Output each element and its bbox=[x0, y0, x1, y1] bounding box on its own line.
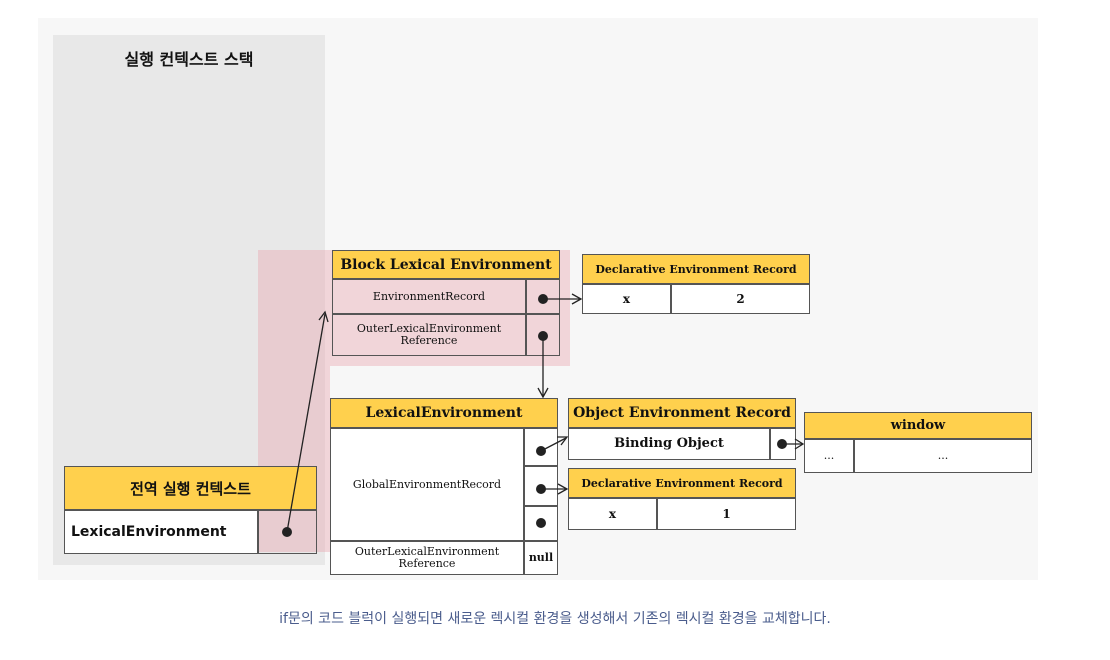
block-decl-value: 2 bbox=[671, 284, 810, 314]
global-le-outer-null: null bbox=[524, 541, 558, 575]
arrow-block-outer-head bbox=[537, 387, 549, 399]
global-ec-pointer-cell bbox=[258, 510, 317, 554]
global-le-outer-ref: OuterLexicalEnvironment Reference bbox=[330, 541, 524, 575]
global-le-extra-dot bbox=[536, 518, 546, 528]
arrow-global-ec-to-block-head bbox=[318, 310, 329, 323]
global-decl-value: 1 bbox=[657, 498, 796, 530]
object-record-binding: Binding Object bbox=[568, 428, 770, 460]
figure-caption: if문의 코드 블럭이 실행되면 새로운 렉시컬 환경을 생성해서 기존의 렉시… bbox=[279, 611, 831, 627]
window-col-2: ... bbox=[854, 439, 1032, 473]
arrow-object-to-window-head bbox=[794, 438, 805, 450]
global-le-header: LexicalEnvironment bbox=[330, 398, 558, 428]
global-ec-field: LexicalEnvironment bbox=[64, 510, 258, 554]
block-le-env-pointer-cell bbox=[526, 279, 560, 314]
global-decl-header: Declarative Environment Record bbox=[568, 468, 796, 498]
block-decl-header: Declarative Environment Record bbox=[582, 254, 810, 284]
block-decl-name: x bbox=[582, 284, 671, 314]
arrow-global-ec-to-block bbox=[286, 313, 326, 533]
window-col-1: ... bbox=[804, 439, 854, 473]
arrow-global-to-decl-head bbox=[557, 483, 569, 495]
object-record-header: Object Environment Record bbox=[568, 398, 796, 428]
stack-title: 실행 컨텍스트 스택 bbox=[124, 50, 254, 69]
block-le-outer-ref: OuterLexicalEnvironment Reference bbox=[332, 314, 526, 356]
block-le-env-record: EnvironmentRecord bbox=[332, 279, 526, 314]
arrow-global-to-object bbox=[540, 437, 567, 452]
arrow-block-to-decl-head bbox=[571, 293, 583, 305]
global-le-record: GlobalEnvironmentRecord bbox=[330, 428, 524, 541]
block-le-header: Block Lexical Environment bbox=[332, 250, 560, 279]
arrow-global-to-object-head bbox=[557, 436, 569, 446]
global-ec-header: 전역 실행 컨텍스트 bbox=[64, 466, 317, 510]
window-header: window bbox=[804, 412, 1032, 439]
global-decl-name: x bbox=[568, 498, 657, 530]
